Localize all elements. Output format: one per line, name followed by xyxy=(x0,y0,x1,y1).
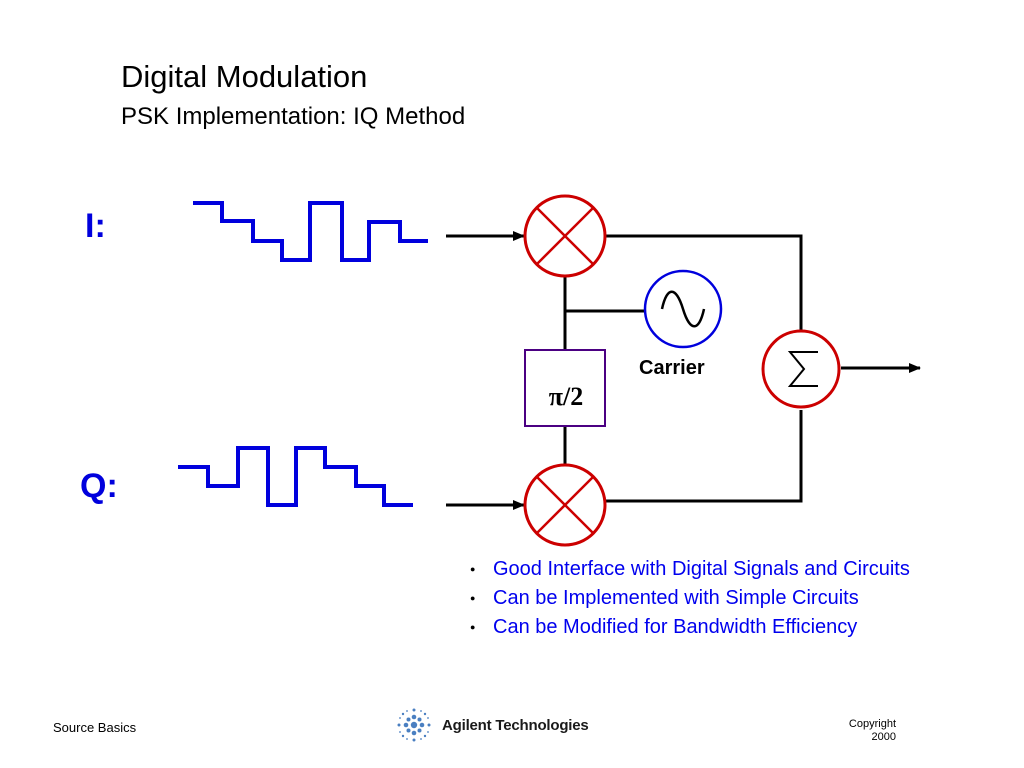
copyright-year: 2000 xyxy=(871,731,896,743)
list-item: Can be Implemented with Simple Circuits xyxy=(470,584,950,613)
list-item: Can be Modified for Bandwidth Efficiency xyxy=(470,613,950,642)
q-mixer-icon xyxy=(523,463,607,547)
q-channel-label: Q: xyxy=(80,467,118,505)
copyright-notice: Copyright 2000 xyxy=(820,718,896,744)
sigma-summer-icon xyxy=(761,329,841,409)
i-channel-label: I: xyxy=(85,207,106,245)
copyright-label: Copyright xyxy=(848,718,896,730)
page-title: Digital Modulation xyxy=(121,59,368,94)
i-waveform xyxy=(193,201,428,262)
benefit-list: Good Interface with Digital Signals and … xyxy=(470,555,950,642)
list-item: Good Interface with Digital Signals and … xyxy=(470,555,950,584)
i-mixer-icon xyxy=(523,194,607,278)
carrier-label: Carrier xyxy=(639,357,705,379)
spark-icon xyxy=(397,708,431,742)
logo-text: Agilent Technologies xyxy=(442,716,589,734)
phase-shift-box xyxy=(524,349,606,427)
sine-wave-icon xyxy=(643,269,723,349)
q-waveform xyxy=(178,446,413,507)
phase-shift-label: π/2 xyxy=(549,382,583,411)
signal-wires xyxy=(563,234,803,503)
page-subtitle: PSK Implementation: IQ Method xyxy=(121,103,466,130)
footer-source: Source Basics xyxy=(53,720,137,735)
agilent-logo: Agilent Technologies xyxy=(394,704,589,746)
